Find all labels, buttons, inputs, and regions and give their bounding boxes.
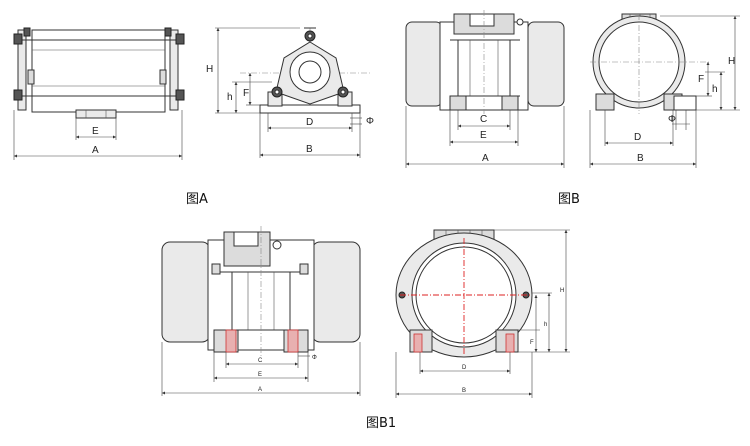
dim-label-f: F [243,88,249,99]
figure-b-side-view: C E A [405,10,565,168]
dim-label-f: F [530,340,534,346]
caption-figure-b1: 图B1 [366,416,396,431]
dim-label-phi: Φ [312,355,317,361]
figure-a-side-view: E A [13,27,185,160]
dim-label-h-upper: H [728,56,735,67]
dim-label-h-lower: h [227,92,233,103]
dim-label-d: D [462,365,467,371]
dim-label-f: F [698,74,704,85]
dim-label-c: C [258,358,263,364]
dim-label-d: D [634,132,641,143]
dim-label-a: A [482,153,489,164]
dim-label-h-lower: h [544,322,547,328]
dim-label-a: A [92,145,99,156]
dim-label-b: B [637,153,644,164]
dim-label-h-upper: H [206,64,213,75]
figure-b1-side-view: C E A Φ [161,226,361,396]
dim-label-phi: Φ [366,116,374,127]
dim-label-phi: Φ [668,114,676,125]
figure-b-end-view: H h F Φ D B [589,13,740,168]
dim-label-h-upper: H [560,288,564,294]
figure-a-end-view: H h F D B Φ [206,27,374,158]
dim-label-a: A [258,387,262,393]
dim-label-b: B [306,144,313,155]
dim-label-e: E [480,130,487,141]
dim-label-e: E [92,126,99,137]
dim-label-c: C [480,114,487,125]
dim-label-b: B [462,388,466,394]
dim-label-e: E [258,372,262,378]
dim-label-d: D [306,117,313,128]
caption-figure-b: 图B [558,192,580,207]
caption-figure-a: 图A [186,192,208,207]
dim-label-h-lower: h [712,84,718,95]
figure-b1-end-view: H h F D B [395,229,570,398]
